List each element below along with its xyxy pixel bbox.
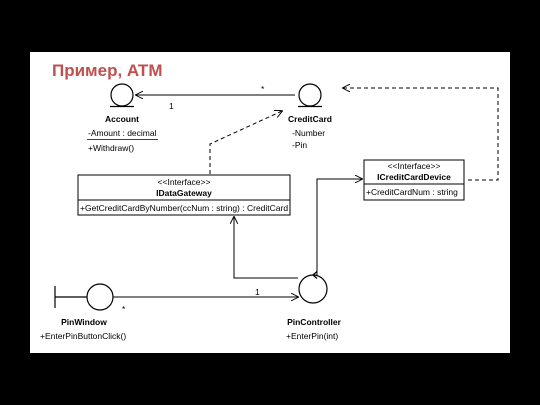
data-gateway-name: IDataGateway (156, 188, 212, 198)
pin-controller-operation: +EnterPin(int) (286, 331, 338, 341)
pin-window-name: PinWindow (61, 317, 107, 327)
boundary-icon (86, 283, 114, 311)
account-attribute: -Amount : decimal (88, 128, 157, 138)
usage-controller-device (316, 179, 362, 275)
slide-title: Пример, ATM (52, 61, 163, 80)
credit-card-device-name: ICreditCardDevice (377, 172, 451, 182)
account-class: Account -Amount : decimal +Withdraw() (87, 83, 158, 153)
control-icon (298, 274, 328, 304)
data-gateway-operation: +GetCreditCardByNumber(ccNum : string) :… (80, 203, 288, 213)
pin-controller-class: PinController +EnterPin(int) (286, 271, 342, 341)
association-pinwindow-pincontroller: * 1 (113, 287, 298, 314)
multiplicity-pin-controller: 1 (255, 287, 260, 297)
pin-controller-name: PinController (287, 317, 342, 327)
credit-card-attribute-pin: -Pin (292, 140, 307, 150)
control-arrow-icon (312, 271, 318, 279)
multiplicity-pin-window: * (122, 304, 126, 314)
credit-card-class: CreditCard -Number -Pin (288, 83, 332, 150)
multiplicity-credit-card: * (261, 84, 265, 94)
credit-card-device-interface: <<Interface>> ICreditCardDevice +CreditC… (363, 159, 465, 201)
entity-icon (298, 83, 322, 107)
pin-window-class: PinWindow +EnterPinButtonClick() (40, 283, 126, 341)
dependency-device-creditcard (343, 88, 499, 181)
account-operation: +Withdraw() (88, 143, 134, 153)
credit-card-name: CreditCard (288, 114, 332, 124)
entity-icon (110, 83, 134, 107)
data-gateway-interface: <<Interface>> IDataGateway +GetCreditCar… (77, 174, 291, 216)
slide: Пример, ATM Account -Amount : decimal +W… (30, 52, 510, 353)
multiplicity-account: 1 (169, 101, 174, 111)
data-gateway-stereotype: <<Interface>> (158, 177, 211, 187)
dependency-gateway-creditcard (209, 111, 282, 174)
credit-card-device-operation: +CreditCardNum : string (366, 187, 458, 197)
account-name: Account (105, 114, 139, 124)
uml-class-diagram: Account -Amount : decimal +Withdraw() Cr… (40, 83, 499, 341)
interface-box (363, 159, 465, 201)
interface-box (77, 174, 291, 216)
pin-window-operation: +EnterPinButtonClick() (40, 331, 126, 341)
usage-controller-gateway (234, 217, 298, 279)
credit-card-device-stereotype: <<Interface>> (388, 161, 441, 171)
credit-card-attribute-number: -Number (292, 128, 325, 138)
association-account-creditcard: 1 * (136, 84, 295, 111)
